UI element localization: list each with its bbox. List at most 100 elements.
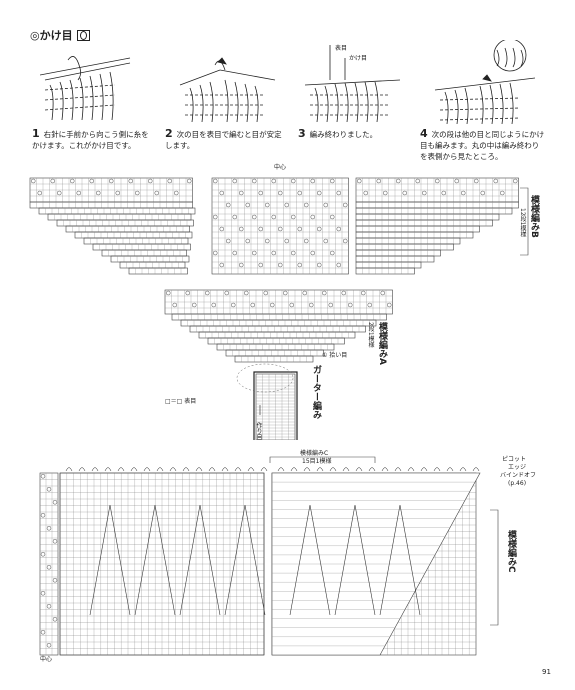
yarn-over-symbol — [232, 178, 237, 184]
c1-bracket-b — [520, 187, 529, 256]
yarn-over-symbol — [278, 226, 283, 232]
yarn-over-symbol — [187, 178, 192, 184]
yarn-over-symbol — [258, 262, 263, 268]
yarn-over-symbol — [115, 190, 120, 196]
c1-a-row-frame — [171, 313, 387, 321]
yarn-over-symbol — [304, 202, 309, 208]
picot-mark — [78, 467, 86, 472]
picot-mark — [91, 467, 99, 472]
step-4-num: 4 — [420, 127, 428, 140]
yarn-over-symbol — [309, 302, 314, 308]
c1-right-row — [355, 207, 513, 215]
c1-left-row-frame — [92, 243, 191, 251]
yarn-over-symbol — [271, 250, 276, 256]
c1-right-row-frame — [355, 267, 415, 275]
yarn-over-symbol — [96, 190, 101, 196]
c1-a-row — [171, 313, 387, 321]
c1-right-row — [355, 213, 500, 221]
c1-right-top — [355, 177, 519, 203]
yarn-over-symbol — [278, 262, 283, 268]
c1-right-row — [355, 261, 422, 269]
c1-a-row — [216, 343, 335, 351]
yarn-over-symbol — [40, 552, 46, 557]
yarn-over-symbol — [192, 302, 197, 308]
yarn-over-symbol — [166, 290, 171, 296]
chart2-knitting-diagram — [39, 456, 499, 656]
c1-left-row — [38, 207, 196, 215]
yarn-over-symbol — [226, 238, 231, 244]
step-3-num: 3 — [298, 127, 306, 140]
yarn-over-symbol — [330, 250, 335, 256]
picot-mark — [329, 467, 337, 472]
chart2-edge: エッジ — [508, 464, 527, 471]
yarn-over-symbol — [109, 178, 114, 184]
yarn-over-symbol — [284, 202, 289, 208]
yarn-over-symbol — [40, 630, 46, 635]
yarn-over-symbol — [317, 262, 322, 268]
yarn-over-symbol — [480, 190, 485, 196]
c2-center-col — [39, 472, 59, 656]
picot-mark — [290, 467, 298, 472]
chart1-legend: □＝□ 表目 — [165, 398, 197, 405]
picot-mark — [277, 467, 285, 472]
chart2-pattern-c-label: 模様編みC — [300, 450, 329, 457]
yarn-over-symbol — [89, 178, 94, 184]
c1-left-row — [47, 213, 192, 221]
c1-right-row-frame — [355, 201, 519, 209]
c1-right-row-frame — [355, 225, 480, 233]
yarn-over-symbol — [380, 290, 385, 296]
yarn-over-symbol — [128, 178, 133, 184]
yarn-over-symbol — [330, 178, 335, 184]
c2-bracket-c — [490, 509, 499, 626]
c1-garter — [255, 373, 296, 440]
c2-diamond — [224, 504, 266, 616]
picot-mark — [117, 467, 125, 472]
chart2-picot: ピコット — [502, 456, 527, 463]
chart1-pattern-a-repeat: 2段1模様 — [367, 322, 374, 348]
c1-a-row — [225, 349, 324, 357]
c1-garter-outline — [253, 371, 298, 440]
chart2-grid — [39, 456, 499, 656]
c1-left-row-frame — [128, 267, 188, 275]
knit-symbol-icon — [76, 29, 90, 41]
yarn-over-symbol — [270, 302, 275, 308]
yarn-over-symbol — [343, 202, 348, 208]
yarn-over-symbol — [135, 190, 140, 196]
section-title: ◎かけ目 — [30, 27, 90, 43]
yarn-over-symbol — [336, 226, 341, 232]
yarn-over-symbol — [57, 190, 62, 196]
illustration-step-2 — [179, 57, 276, 123]
yarn-over-symbol — [330, 214, 335, 220]
c2-diamond — [134, 504, 176, 616]
yarn-over-symbol — [46, 604, 52, 609]
yarn-over-symbol — [291, 250, 296, 256]
yarn-over-symbol — [245, 202, 250, 208]
c1-right-row — [355, 249, 441, 257]
yarn-over-symbol — [250, 302, 255, 308]
yarn-over-symbol — [265, 238, 270, 244]
yarn-over-symbol — [224, 290, 229, 296]
yarn-over-symbol — [76, 190, 81, 196]
yarn-over-symbol — [52, 578, 58, 583]
c1-left-row — [74, 231, 193, 239]
picot-mark — [208, 467, 216, 472]
picot-mark — [420, 467, 428, 472]
yarn-over-symbol — [265, 202, 270, 208]
yarn-over-symbol — [402, 190, 407, 196]
yarn-over-symbol — [387, 302, 392, 308]
c1-a-row — [198, 331, 356, 339]
picot-mark — [156, 467, 164, 472]
page-number: 91 — [542, 668, 551, 676]
c2-diamond — [379, 504, 421, 616]
yarn-over-symbol — [52, 539, 58, 544]
chart2-pattern-c: 模様編みC — [506, 530, 516, 573]
yarn-over-symbol — [454, 178, 459, 184]
chart1-pickup: ① 拾い目 — [322, 352, 348, 359]
picot-mark — [381, 467, 389, 472]
yarn-over-symbol — [213, 214, 218, 220]
picot-mark — [394, 467, 402, 472]
yarn-over-symbol — [271, 214, 276, 220]
c1-left-row — [128, 267, 188, 275]
c1-left-row — [29, 201, 193, 209]
chart1-center-label: 中心 — [274, 164, 287, 171]
